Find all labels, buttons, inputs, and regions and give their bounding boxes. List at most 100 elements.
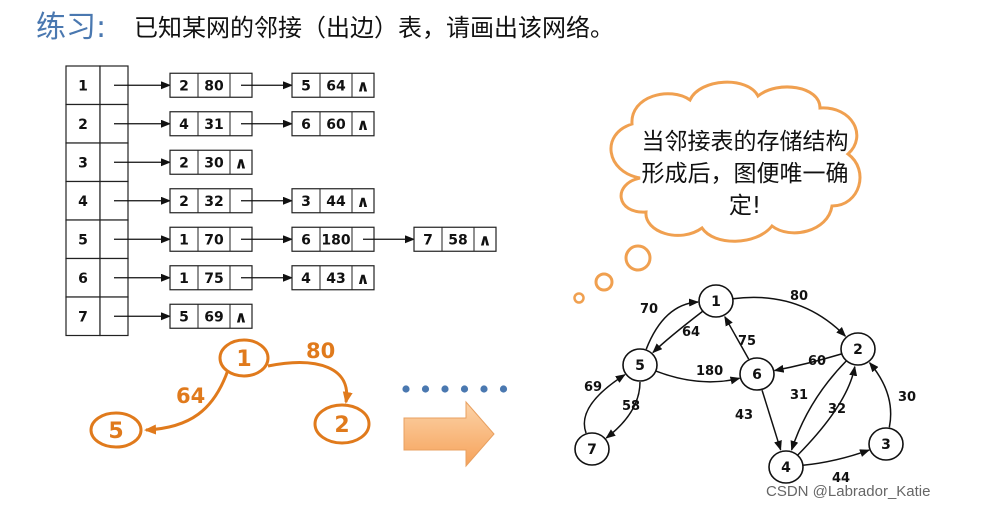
partial-edge [267, 361, 353, 404]
null-pointer: ∧ [357, 192, 370, 211]
graph-node-label: 3 [881, 437, 891, 453]
graph-edge-weight: 75 [738, 334, 756, 349]
graph-node-label: 7 [587, 442, 597, 458]
graph-node-label: 2 [853, 342, 863, 358]
dot [402, 385, 410, 393]
partial-node [218, 338, 270, 378]
edge-weight: 64 [326, 78, 346, 94]
graph-edge [652, 310, 703, 354]
graph-node [739, 357, 775, 391]
edge-weight: 180 [321, 232, 350, 248]
graph-edge [802, 449, 871, 467]
graph-node [574, 432, 610, 466]
edge-target: 2 [179, 78, 189, 94]
graph-edge [605, 381, 641, 439]
null-pointer: ∧ [235, 153, 248, 172]
graph-edge-weight: 44 [832, 471, 850, 486]
graph-edge-weight: 80 [790, 289, 808, 304]
edge-node [291, 226, 375, 252]
edge-node [169, 265, 253, 291]
dot [499, 385, 508, 393]
vertex-label: 3 [78, 155, 88, 171]
graph-edge-weight: 58 [622, 399, 640, 414]
edge-target: 2 [179, 155, 189, 171]
edge-weight: 70 [204, 232, 224, 248]
edge-node [291, 265, 375, 291]
null-pointer: ∧ [357, 269, 370, 288]
vertex-label: 2 [78, 117, 88, 133]
edge-weight: 60 [326, 117, 346, 133]
edge-node [169, 72, 253, 98]
edge-node [291, 72, 375, 98]
partial-node-label: 1 [236, 347, 251, 372]
edge-node [291, 111, 375, 137]
edge-target: 5 [301, 78, 311, 94]
watermark: CSDN @Labrador_Katie [766, 483, 931, 500]
edge-target: 3 [301, 194, 311, 210]
graph-node [622, 348, 658, 382]
partial-node [89, 411, 143, 449]
edge-weight: 43 [326, 271, 345, 287]
dot [441, 385, 449, 393]
graph-edge [773, 353, 842, 373]
edge-weight: 30 [204, 155, 224, 171]
edge-target: 1 [179, 232, 189, 248]
dot [480, 385, 488, 393]
edge-weight: 80 [204, 78, 224, 94]
edge-node [169, 226, 253, 252]
vertex-label: 6 [78, 271, 88, 287]
graph-node [868, 427, 904, 461]
graph-edge-weight: 70 [640, 302, 658, 317]
edge-target: 4 [179, 117, 189, 133]
edge-target: 5 [179, 309, 189, 325]
edge-node [291, 188, 375, 214]
graph-edge-weight: 31 [790, 388, 808, 403]
graph-edge [868, 361, 892, 428]
exercise-prompt: 已知某网的邻接（出边）表，请画出该网络。 [134, 14, 614, 42]
vertex-label: 5 [78, 232, 88, 248]
edge-node [413, 226, 497, 252]
graph-edge [732, 296, 847, 337]
vertex-label: 1 [78, 78, 88, 94]
graph-edge [583, 374, 626, 434]
graph-edge [655, 370, 741, 385]
edge-weight: 44 [326, 194, 346, 210]
edge-target: 7 [423, 232, 433, 248]
edge-target: 6 [301, 117, 311, 133]
graph-edge-weight: 180 [696, 364, 723, 379]
progress-dots [402, 385, 508, 393]
thought-cloud [573, 80, 862, 304]
vertex-label: 4 [78, 194, 88, 210]
graph-edge-weight: 32 [828, 402, 846, 417]
graph-edge [724, 315, 750, 360]
edge-weight: 69 [204, 309, 223, 325]
vertex-label: 7 [78, 309, 88, 325]
dot [421, 385, 430, 393]
partial-node [313, 403, 371, 445]
edge-target: 4 [301, 271, 311, 287]
graph-node [768, 450, 804, 484]
graph-edge-weight: 30 [898, 390, 916, 405]
edge-target: 1 [179, 271, 189, 287]
graph-edge-weight: 64 [682, 325, 700, 340]
edge-node [169, 188, 253, 214]
graph-node-label: 1 [711, 294, 721, 310]
graph-edge-weight: 69 [584, 380, 602, 395]
edge-weight: 32 [204, 194, 223, 210]
graph-node [840, 332, 876, 366]
edge-node [169, 303, 253, 329]
graph-node-label: 6 [752, 367, 762, 383]
edge-weight: 75 [204, 271, 223, 287]
vertex-cell [65, 180, 101, 221]
edge-target: 6 [301, 232, 311, 248]
partial-edge-weight: 80 [306, 339, 335, 363]
partial-node-label: 5 [108, 419, 123, 444]
null-pointer: ∧ [235, 307, 248, 326]
edge-weight: 58 [448, 232, 467, 248]
partial-node-label: 2 [334, 413, 349, 438]
